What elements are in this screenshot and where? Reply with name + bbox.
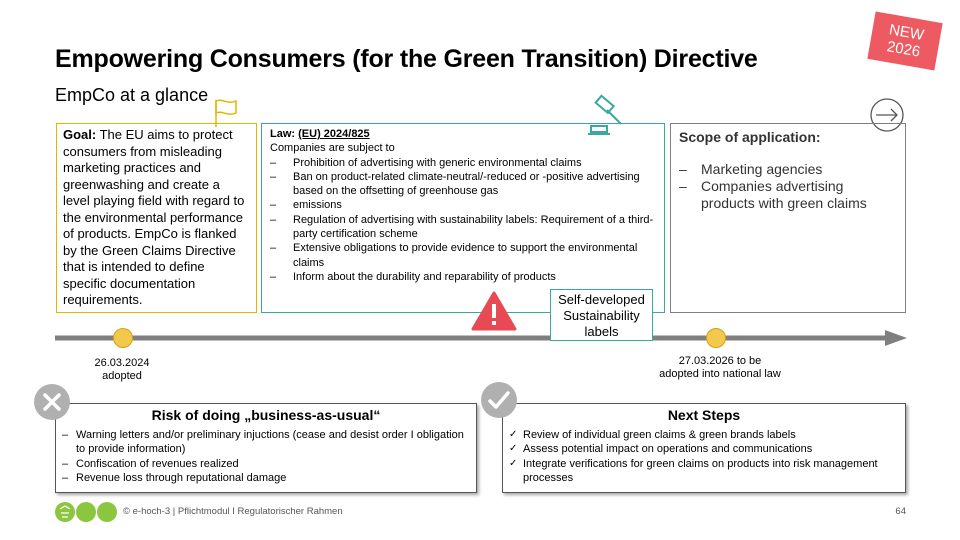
logo-icon [55,502,117,522]
callout-line: labels [584,324,619,339]
milestone-dot [113,328,133,348]
flag-icon [215,99,237,127]
milestone-2-label: 27.03.2026 to be adopted into national l… [640,355,800,381]
next-steps-list: Review of individual green claims & gree… [509,428,899,486]
goal-text: The EU aims to protect consumers from mi… [63,127,245,307]
risk-box: Risk of doing „business-as-usual“ Warnin… [55,403,477,493]
law-item: Regulation of advertising with sustainab… [270,213,656,242]
risk-list: Warning letters and/or preliminary injuc… [62,428,470,486]
callout-line: Self-developed [558,292,645,307]
footer-text: © e-hoch-3 | Pflichtmodul I Regulatorisc… [123,506,343,517]
scope-item: Companies advertising products with gree… [679,178,897,212]
scope-item: Marketing agencies [679,161,897,178]
check-circle-icon [481,382,517,418]
self-developed-labels-callout: Self-developed Sustainability labels [550,289,653,341]
timeline-arrow [55,330,907,346]
law-item: Ban on product-related climate-neutral/-… [270,170,656,199]
page-title: Empowering Consumers (for the Green Tran… [55,45,758,73]
next-step-item: Assess potential impact on operations an… [509,442,899,457]
scope-box: Scope of application: Marketing agencies… [670,123,906,313]
law-label: Law: [270,128,299,140]
law-heading: Law: (EU) 2024/825 [270,127,656,141]
law-list: Prohibition of advertising with generic … [270,156,656,285]
law-intro: Companies are subject to [270,142,395,155]
risk-item: Confiscation of revenues realized [62,457,470,472]
law-item: emissions [270,198,656,213]
warning-icon [471,291,517,331]
milestone-dot [706,328,726,348]
goal-label: Goal: [63,127,97,142]
milestone-1-date: 26.03.2024 [94,357,150,369]
law-item: Inform about the durability and reparabi… [270,270,656,285]
law-box: Law: (EU) 2024/825 Companies are subject… [261,123,665,313]
goal-box: Goal: The EU aims to protect consumers f… [56,123,257,313]
milestone-2-note: adopted into national law [659,368,781,380]
law-reference: (EU) 2024/825 [298,128,370,140]
page-number: 64 [895,506,906,517]
callout-line: Sustainability [563,308,640,323]
law-item: Prohibition of advertising with generic … [270,156,656,171]
milestone-2-date: 27.03.2026 to be [678,355,762,367]
next-steps-title: Next Steps [667,407,741,423]
next-step-item: Review of individual green claims & gree… [509,428,899,443]
next-steps-box: Next Steps Review of individual green cl… [502,403,906,493]
law-item: Extensive obligations to provide evidenc… [270,241,656,270]
milestone-1-label: 26.03.2024 adopted [72,357,172,383]
milestone-1-note: adopted [102,370,142,382]
scope-title: Scope of application: [679,129,821,145]
risk-title: Risk of doing „business-as-usual“ [151,407,381,423]
next-step-item: Integrate verifications for green claims… [509,457,899,486]
scope-list: Marketing agencies Companies advertising… [679,161,897,212]
new-badge: NEW 2026 [867,11,943,71]
risk-item: Revenue loss through reputational damage [62,471,470,486]
page-subtitle: EmpCo at a glance [55,85,209,105]
risk-item: Warning letters and/or preliminary injuc… [62,428,470,457]
gavel-icon [588,94,622,135]
x-circle-icon [34,384,70,420]
